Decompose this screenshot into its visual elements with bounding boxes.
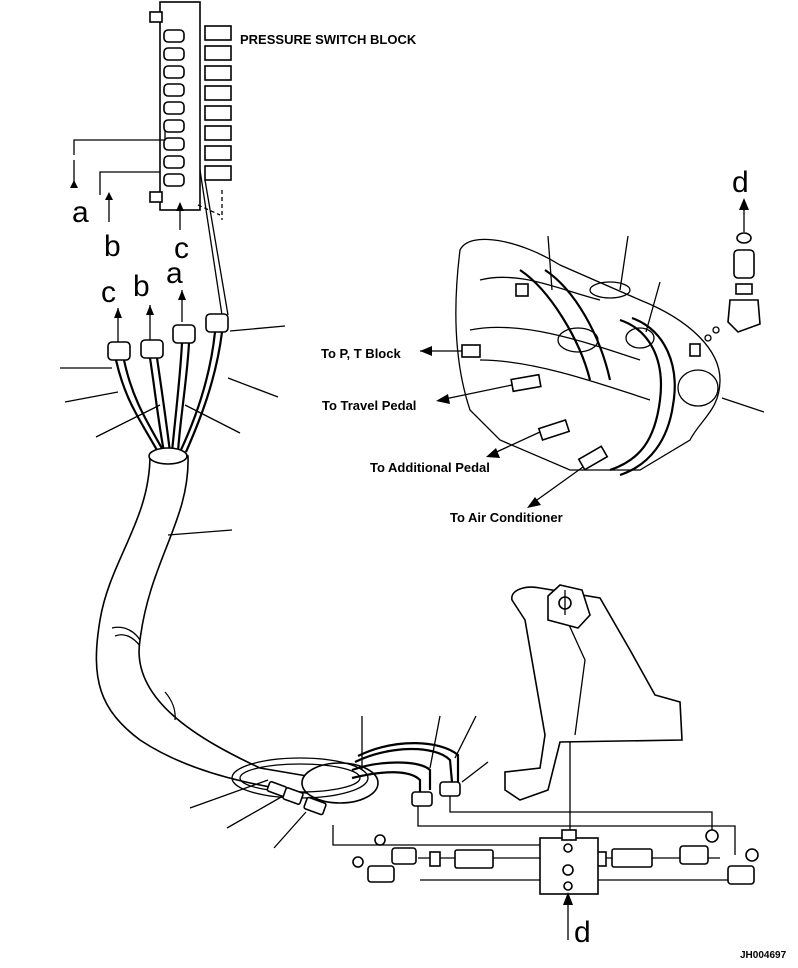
psb-fitting — [163, 155, 185, 169]
main-sleeve — [95, 447, 361, 801]
elbow-fitting — [704, 198, 761, 342]
psb-fitting — [163, 29, 185, 43]
small-hoses — [114, 331, 224, 453]
destination-arrows — [420, 344, 609, 508]
leader-a-b — [70, 130, 184, 230]
letter-c-fitting: c — [101, 276, 116, 309]
pressure-switch — [204, 145, 232, 161]
letter-a-top: a — [72, 196, 89, 229]
to-additional-pedal-label: To Additional Pedal — [370, 460, 490, 475]
hose-fittings — [107, 313, 229, 361]
upper-assembly — [455, 235, 765, 477]
pressure-switch — [204, 165, 232, 181]
psb-fitting — [163, 137, 185, 151]
psb-fitting — [163, 83, 185, 97]
letter-b-top: b — [104, 230, 121, 263]
fitting-leaders — [60, 325, 286, 438]
psb-fitting — [163, 101, 185, 115]
psb-fitting — [163, 65, 185, 79]
pressure-switch — [204, 125, 232, 141]
pressure-switch — [204, 65, 232, 81]
to-travel-pedal-label: To Travel Pedal — [322, 398, 416, 413]
to-air-conditioner-label: To Air Conditioner — [450, 510, 563, 525]
fitting-arrows — [114, 290, 186, 342]
letter-a-fitting: a — [166, 257, 183, 290]
to-pt-block-label: To P, T Block — [321, 346, 401, 361]
pedal-bracket — [504, 584, 683, 801]
sleeve-end — [189, 715, 489, 849]
bottom-fittings — [367, 845, 755, 885]
pressure-switch-block — [149, 1, 232, 220]
psb-fitting — [163, 47, 185, 61]
psb-fitting — [163, 173, 185, 187]
drawing-code: JH004697 — [740, 950, 787, 961]
pressure-switch — [204, 25, 232, 41]
pressure-switch — [204, 45, 232, 61]
letter-d-top: d — [732, 166, 749, 199]
psb-fitting — [163, 119, 185, 133]
pressure-switch-block-label: PRESSURE SWITCH BLOCK — [240, 32, 417, 47]
letter-c-top: c — [174, 232, 189, 265]
pressure-switch — [204, 85, 232, 101]
letter-b-fitting: b — [133, 270, 150, 303]
pressure-switch — [204, 105, 232, 121]
letter-d-bottom: d — [574, 916, 591, 949]
